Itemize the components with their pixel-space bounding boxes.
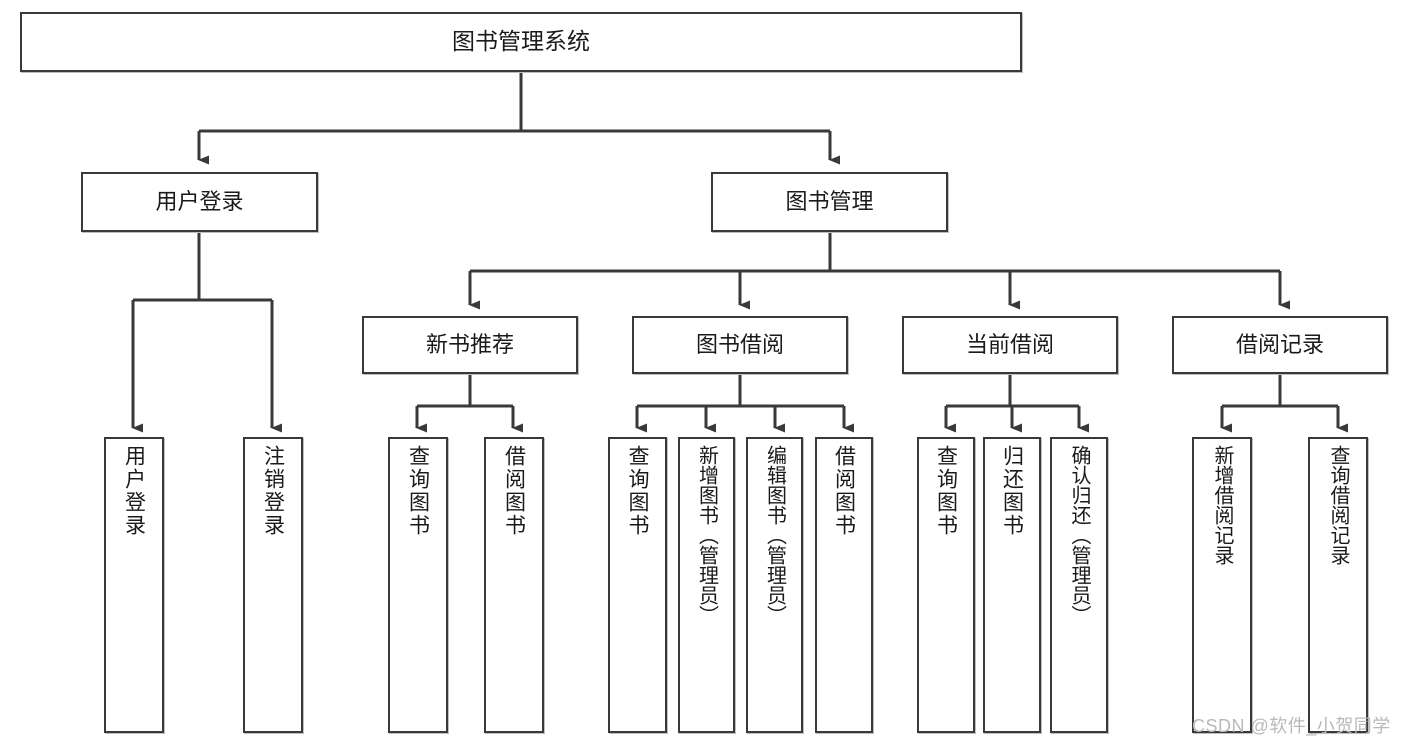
leaf-book-borrow-edit-book-admin[interactable]: 编辑图书（管理员）	[746, 437, 803, 733]
node-borrow-record[interactable]: 借阅记录	[1172, 316, 1388, 374]
node-root-book-management-system[interactable]: 图书管理系统	[20, 12, 1022, 72]
node-label: 用户登录	[122, 445, 146, 537]
leaf-user-login-login[interactable]: 用户登录	[104, 437, 164, 733]
node-label: 借阅图书	[502, 445, 526, 537]
csdn-watermark: CSDN @软件_小贺同学	[1192, 716, 1391, 736]
leaf-current-borrow-query-book[interactable]: 查询图书	[917, 437, 975, 733]
node-book-borrow[interactable]: 图书借阅	[632, 316, 848, 374]
leaf-book-borrow-query-book[interactable]: 查询图书	[608, 437, 667, 733]
node-label: 当前借阅	[965, 332, 1054, 358]
leaf-borrow-record-query-record[interactable]: 查询借阅记录	[1308, 437, 1368, 733]
node-label: 新增借阅记录	[1211, 445, 1233, 565]
node-label: 确认归还（管理员）	[1068, 445, 1090, 625]
node-label: 查询借阅记录	[1327, 445, 1349, 565]
node-label: 图书借阅	[695, 332, 784, 358]
node-new-book-recommend[interactable]: 新书推荐	[362, 316, 578, 374]
node-label: 用户登录	[155, 189, 244, 215]
node-label: 新书推荐	[425, 332, 514, 358]
leaf-book-borrow-add-book-admin[interactable]: 新增图书（管理员）	[678, 437, 735, 733]
node-label: 查询图书	[406, 445, 430, 537]
node-label: 归还图书	[1000, 445, 1024, 537]
node-book-management[interactable]: 图书管理	[711, 172, 948, 232]
leaf-new-book-borrow-book[interactable]: 借阅图书	[484, 437, 544, 733]
leaf-current-borrow-return-book[interactable]: 归还图书	[983, 437, 1041, 733]
node-label: 借阅图书	[832, 445, 856, 537]
leaf-current-borrow-confirm-return-admin[interactable]: 确认归还（管理员）	[1050, 437, 1108, 733]
node-user-login[interactable]: 用户登录	[81, 172, 318, 232]
node-label: 借阅记录	[1235, 332, 1324, 358]
node-label: 新增图书（管理员）	[695, 445, 718, 625]
node-label: 查询图书	[626, 445, 649, 537]
node-label: 编辑图书（管理员）	[763, 445, 786, 625]
node-current-borrow[interactable]: 当前借阅	[902, 316, 1118, 374]
node-label: 图书管理	[785, 189, 874, 215]
leaf-book-borrow-borrow-book[interactable]: 借阅图书	[815, 437, 873, 733]
leaf-borrow-record-add-record[interactable]: 新增借阅记录	[1192, 437, 1252, 733]
node-label: 注销登录	[261, 445, 285, 537]
leaf-user-login-logout[interactable]: 注销登录	[243, 437, 303, 733]
leaf-new-book-query-book[interactable]: 查询图书	[388, 437, 448, 733]
node-label: 图书管理系统	[452, 28, 590, 55]
node-label: 查询图书	[934, 445, 958, 537]
